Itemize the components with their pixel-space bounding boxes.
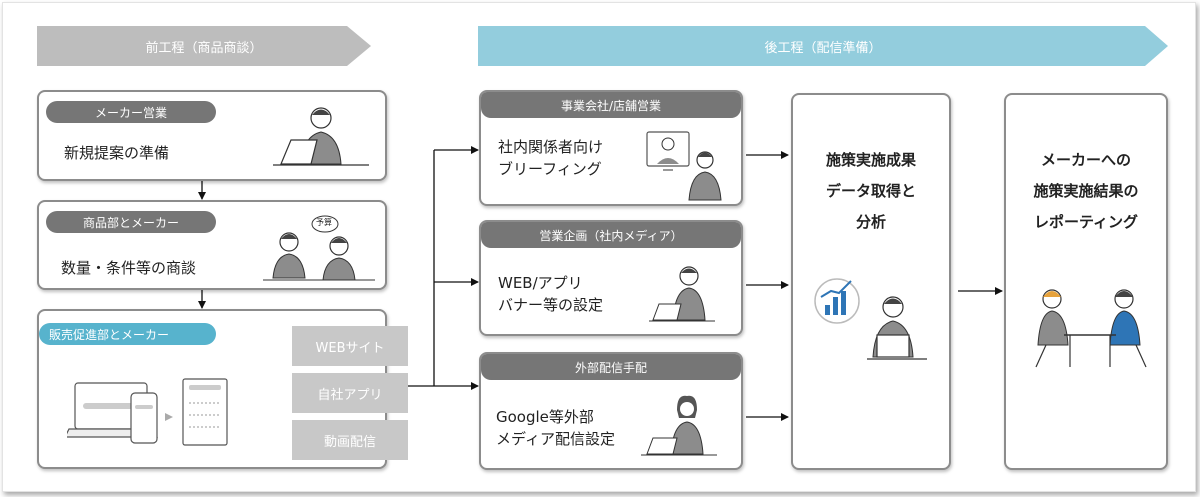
result-line-1: 施策実施成果	[825, 151, 916, 169]
phase-pre-label: 前工程（商品商談）	[145, 40, 263, 56]
report-line-1: メーカーへの	[1040, 151, 1131, 169]
reporting-box: メーカーへの 施策実施結果の レポーティング	[1004, 93, 1168, 470]
step-maker-sales-box: メーカー営業 新規提案の準備	[37, 90, 387, 181]
briefing-box: 事業会社/店舗営業 社内関係者向け ブリーフィング	[479, 90, 743, 206]
video-delivery-button: 動画配信	[292, 420, 408, 460]
own-app-button-label: 自社アプリ	[317, 387, 383, 403]
phase-post-label: 後工程（配信準備）	[764, 40, 882, 56]
own-app-button: 自社アプリ	[292, 373, 408, 413]
website-button: WEBサイト	[292, 326, 408, 366]
person-laptop-woman-illustration	[641, 395, 717, 456]
briefing-header-label: 事業会社/店舗営業	[560, 98, 662, 113]
internal-media-header-label: 営業企画（社内メディア）	[539, 228, 683, 243]
result-line-2: データ取得と	[825, 182, 916, 200]
internal-media-line-2: バナー等の設定	[498, 296, 604, 314]
external-delivery-line-2: メディア配信設定	[496, 430, 615, 448]
budget-bubble-text: 予算	[316, 218, 332, 227]
devices-illustration	[67, 378, 228, 446]
internal-media-header: 営業企画（社内メディア）	[481, 222, 741, 248]
analysis-chart-illustration	[814, 278, 927, 360]
briefing-line-2: ブリーフィング	[498, 160, 602, 178]
step-merch-maker-box: 商品部とメーカー 数量・条件等の商談 予算	[37, 200, 387, 290]
result-line-3: 分析	[855, 213, 886, 231]
briefing-line-1: 社内関係者向け	[498, 138, 604, 156]
negotiation-illustration	[263, 215, 375, 281]
video-call-illustration	[646, 131, 722, 201]
step-promo-maker-box: 販売促進部とメーカー WEBサイト 自社アプリ 動画配信	[37, 309, 408, 469]
person-headset-illustration	[649, 266, 715, 322]
merch-maker-tag: 商品部とメーカー	[46, 211, 216, 233]
meeting-illustration	[1035, 289, 1147, 368]
promo-maker-tag-label: 販売促進部とメーカー	[49, 327, 170, 342]
video-delivery-button-label: 動画配信	[323, 434, 376, 450]
promo-maker-tag: 販売促進部とメーカー	[39, 323, 216, 345]
report-line-3: レポーティング	[1033, 213, 1139, 231]
internal-media-line-1: WEB/アプリ	[498, 274, 583, 292]
maker-sales-tag-label: メーカー営業	[94, 105, 167, 120]
merch-maker-tag-label: 商品部とメーカー	[82, 215, 179, 230]
external-delivery-line-1: Google等外部	[496, 408, 594, 426]
report-line-2: 施策実施結果の	[1033, 182, 1139, 200]
briefing-header: 事業会社/店舗営業	[481, 92, 741, 118]
negotiation-text: 数量・条件等の商談	[61, 259, 197, 277]
external-delivery-header: 外部配信手配	[481, 354, 741, 380]
internal-media-box: 営業企画（社内メディア） WEB/アプリ バナー等の設定	[479, 220, 743, 336]
phase-post-banner: 後工程（配信準備）	[478, 26, 1168, 66]
website-button-label: WEBサイト	[315, 340, 385, 356]
new-proposal-text: 新規提案の準備	[64, 144, 170, 162]
external-delivery-header-label: 外部配信手配	[574, 360, 647, 375]
external-delivery-box: 外部配信手配 Google等外部 メディア配信設定	[479, 352, 743, 470]
phase-pre-banner: 前工程（商品商談）	[37, 26, 371, 66]
result-analysis-box: 施策実施成果 データ取得と 分析	[791, 93, 951, 470]
person-laptop-illustration	[273, 107, 369, 166]
maker-sales-tag: メーカー営業	[46, 101, 216, 123]
